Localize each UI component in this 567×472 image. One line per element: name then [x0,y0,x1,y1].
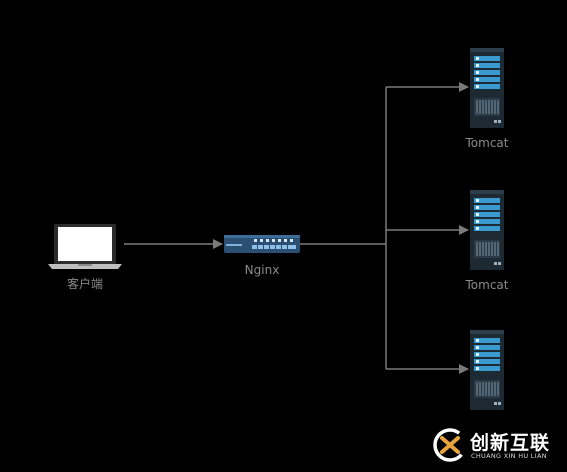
server-rack-icon [469,329,505,411]
watermark-en-text: CHUANG XIN HU LIAN [471,452,547,460]
server-1-label: Tomcat [465,136,509,150]
laptop-icon [48,224,122,269]
server-2-label: Tomcat [465,278,509,292]
watermark-cn-text: 创新互联 [470,432,551,454]
network-switch-icon [224,235,300,253]
watermark: 创新互联 CHUANG XIN HU LIAN [430,425,560,465]
client-label: 客户端 [66,277,104,291]
server-rack-icon [469,47,505,129]
connector-nginx-bus [300,87,387,369]
nginx-label: Nginx [244,263,280,277]
server-rack-icon [469,189,505,271]
brand-logo-icon [433,428,467,462]
